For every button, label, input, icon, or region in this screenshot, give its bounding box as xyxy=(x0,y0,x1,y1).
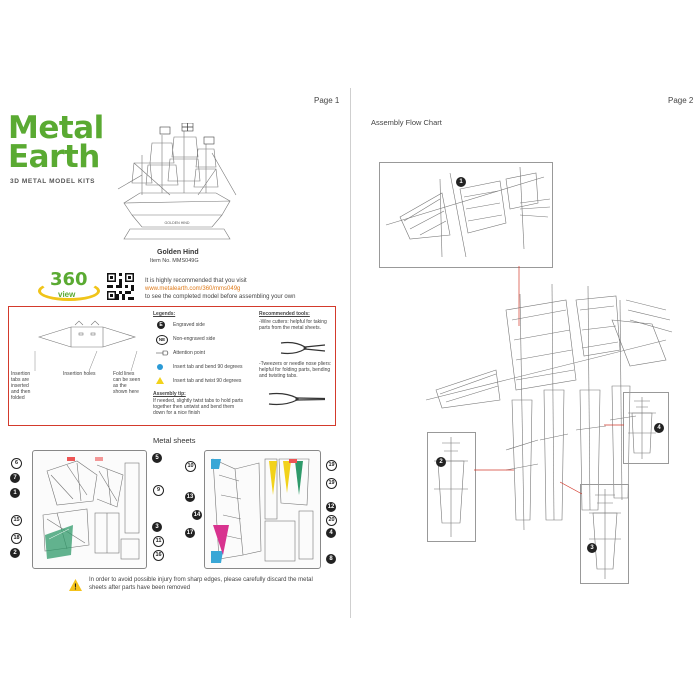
sheet2-callout-12: 12 xyxy=(326,502,336,512)
sheet2-callout-10: 10 xyxy=(185,461,196,472)
tools-title: Recommended tools: xyxy=(259,311,310,317)
non-engraved-symbol: NE xyxy=(156,335,168,345)
step2-number: 2 xyxy=(436,457,446,467)
step4-connector xyxy=(604,424,624,426)
brand-tagline: 3D METAL MODEL KITS xyxy=(10,178,96,185)
metal-sheet-1 xyxy=(32,450,147,569)
sheet2-callout-4: 4 xyxy=(326,528,336,538)
insertion-holes-label: Insertion holes xyxy=(63,371,96,377)
sheet1-callout-11: 11 xyxy=(153,536,164,547)
blue-dot-icon xyxy=(157,364,163,370)
bend-label: Insert tab and bend 90 degrees xyxy=(173,364,243,370)
pliers-text: -Tweezers or needle nose pliers: helpful… xyxy=(259,361,332,379)
engraved-label: Engraved side xyxy=(173,322,205,328)
engraved-symbol: E xyxy=(157,321,165,329)
assembly-tip-title: Assembly tip: xyxy=(153,391,186,397)
visit-link[interactable]: www.metalearth.com/360/mms049g xyxy=(145,286,241,292)
ship-plate-label: GOLDEN HIND xyxy=(165,221,190,225)
hand-pointer-icon xyxy=(156,350,169,356)
svg-text:!: ! xyxy=(74,583,77,592)
sheet1-callout-6: 6 xyxy=(11,458,22,469)
sheet1-callout-1: 1 xyxy=(10,488,20,498)
visit-line3: to see the completed model before assemb… xyxy=(145,294,296,300)
step3-number: 3 xyxy=(587,543,597,553)
step4-box: 4 xyxy=(623,392,669,464)
sheet2-callout-8: 8 xyxy=(326,554,336,564)
sheet1-callout-9: 9 xyxy=(153,485,164,496)
metal-sheet-2 xyxy=(204,450,321,569)
sheet2-callout-19a: 19 xyxy=(326,460,337,471)
qr-code[interactable] xyxy=(107,273,134,300)
sheet1-callout-2: 2 xyxy=(10,548,20,558)
sheet1-callout-16: 16 xyxy=(153,550,164,561)
attention-label: Attention point xyxy=(173,350,205,356)
visit-line1: It is highly recommended that you visit xyxy=(145,278,247,284)
legend-title: Legends: xyxy=(153,311,176,317)
brand-line1: Metal xyxy=(8,110,104,146)
view360-top: 360 xyxy=(50,269,88,290)
tab-diagram xyxy=(37,320,137,348)
sheet1-callout-5: 5 xyxy=(152,453,162,463)
sheet1-callout-15: 15 xyxy=(11,515,22,526)
sheet1-callout-7: 7 xyxy=(10,473,20,483)
insertion-tabs-label: Insertion tabs are inserted and then fol… xyxy=(11,371,31,401)
ship-illustration: GOLDEN HIND xyxy=(117,123,237,240)
pliers-icon xyxy=(268,392,326,406)
step3-connector xyxy=(560,481,582,495)
step4-number: 4 xyxy=(654,423,664,433)
brand-line2: Earth xyxy=(8,139,100,175)
sheet2-callout-20: 20 xyxy=(326,515,337,526)
step1-connector xyxy=(518,266,520,326)
sheet2-callout-19b: 19 xyxy=(326,478,337,489)
yellow-triangle-icon xyxy=(156,377,164,384)
view360-bottom: view xyxy=(58,290,76,299)
assembly-tip-text: If needed, slightly twist tabs to hold p… xyxy=(153,398,244,416)
step2-box: 2 xyxy=(427,432,476,542)
step2-connector xyxy=(474,469,514,471)
wire-cutters-text: -Wire cutters: helpful for taking parts … xyxy=(259,319,327,331)
view360-badge[interactable]: 360 view xyxy=(36,269,100,305)
legend-box: Insertion tabs are inserted and then fol… xyxy=(8,306,336,426)
warning-icon: ! xyxy=(69,579,82,591)
page-divider xyxy=(350,88,351,618)
step1-box: 1 xyxy=(379,162,553,268)
sheet2-callout-14: 14 xyxy=(192,510,202,520)
view360-swoosh-icon xyxy=(38,281,100,301)
flow-chart-title: Assembly Flow Chart xyxy=(371,118,442,127)
fold-lines-label: Fold lines can be seen as the shown here xyxy=(113,371,141,395)
step1-number: 1 xyxy=(456,177,466,187)
twist-label: Insert tab and twist 90 degrees xyxy=(173,378,242,384)
model-name: Golden Hind xyxy=(157,249,199,256)
warning-text: In order to avoid possible injury from s… xyxy=(89,577,313,591)
sheet2-callout-17: 17 xyxy=(185,528,195,538)
page1-label: Page 1 xyxy=(314,96,340,105)
non-engraved-label: Non-engraved side xyxy=(173,336,216,342)
step3-box: 3 xyxy=(580,484,629,584)
item-number: Item No. MMS049G xyxy=(150,258,199,264)
sheet1-callout-18: 18 xyxy=(11,533,22,544)
sheet2-callout-13: 13 xyxy=(185,492,195,502)
sheet1-callout-3: 3 xyxy=(152,522,162,532)
metal-sheets-title: Metal sheets xyxy=(153,436,196,445)
page2-label: Page 2 xyxy=(668,96,694,105)
wire-cutters-icon xyxy=(280,341,326,355)
